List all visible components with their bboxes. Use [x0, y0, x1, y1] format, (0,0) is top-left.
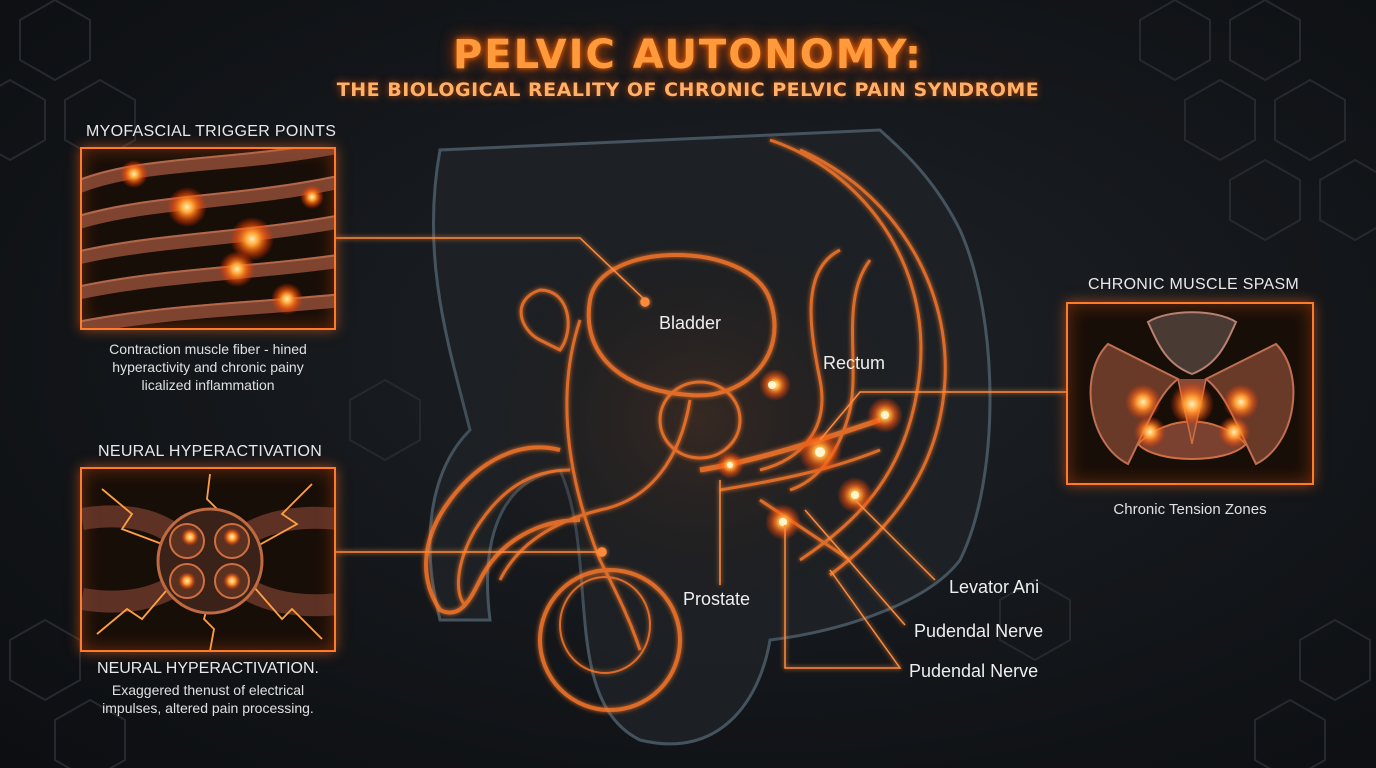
testis-outline	[538, 568, 682, 712]
label-pudendal-nerve-2: Pudendal Nerve	[909, 661, 1039, 681]
nerve-cross-section-illustration	[82, 473, 334, 650]
neural-heading: NEURAL HYPERACTIVATION	[98, 443, 323, 460]
leader-muscle-spasm	[819, 391, 1066, 441]
muscle-spasm-caption: Chronic Tension Zones	[1113, 501, 1267, 518]
leader-pudendal-1	[804, 509, 906, 626]
trigger-points-heading: MYOFASCIAL TRIGGER POINTS	[86, 123, 337, 140]
page-title: PELVIC AUTONOMY:	[452, 32, 923, 78]
neural-panel	[80, 467, 336, 652]
label-prostate: Prostate	[683, 589, 751, 609]
trigger-points-caption-line-1: Contraction muscle fiber - hined	[109, 341, 307, 357]
inflammation-hotspots	[716, 369, 903, 540]
neural-caption-line-1: Exaggered thenust of electrical	[111, 682, 305, 698]
leader-trigger-points	[336, 237, 646, 301]
prostate-outline	[658, 380, 742, 460]
trigger-points-caption: Contraction muscle fiber - hined hyperac…	[86, 340, 330, 394]
penis-outline	[424, 445, 581, 615]
neural-caption: Exaggered thenust of electrical impulses…	[86, 681, 330, 717]
muscle-spasm-panel	[1066, 302, 1314, 485]
label-levator-ani: Levator Ani	[949, 577, 1040, 597]
pelvic-floor-illustration	[1089, 311, 1295, 466]
leader-pudendal-2	[784, 525, 902, 669]
trigger-points-caption-line-2: hyperactivity and chronic painy	[112, 359, 304, 375]
trigger-points-panel	[80, 147, 336, 330]
label-rectum: Rectum	[823, 353, 886, 373]
rectum-outline	[759, 248, 841, 472]
sacrum-outline	[769, 138, 923, 562]
label-bladder: Bladder	[659, 313, 722, 333]
leader-levator	[854, 499, 936, 581]
page-subtitle: THE BIOLOGICAL REALITY OF CHRONIC PELVIC…	[336, 79, 1040, 101]
neural-caption-line-2: impulses, altered pain processing.	[102, 700, 314, 716]
muscle-spasm-heading: CHRONIC MUSCLE SPASM	[1088, 276, 1300, 293]
muscle-fiber-illustration	[82, 149, 334, 328]
trigger-points-caption-line-3: licalized inflammation	[141, 377, 275, 393]
bladder-outline	[586, 253, 777, 398]
neural-caption-title: NEURAL HYPERACTIVATION.	[97, 660, 319, 677]
label-pudendal-nerve-1: Pudendal Nerve	[914, 621, 1044, 641]
